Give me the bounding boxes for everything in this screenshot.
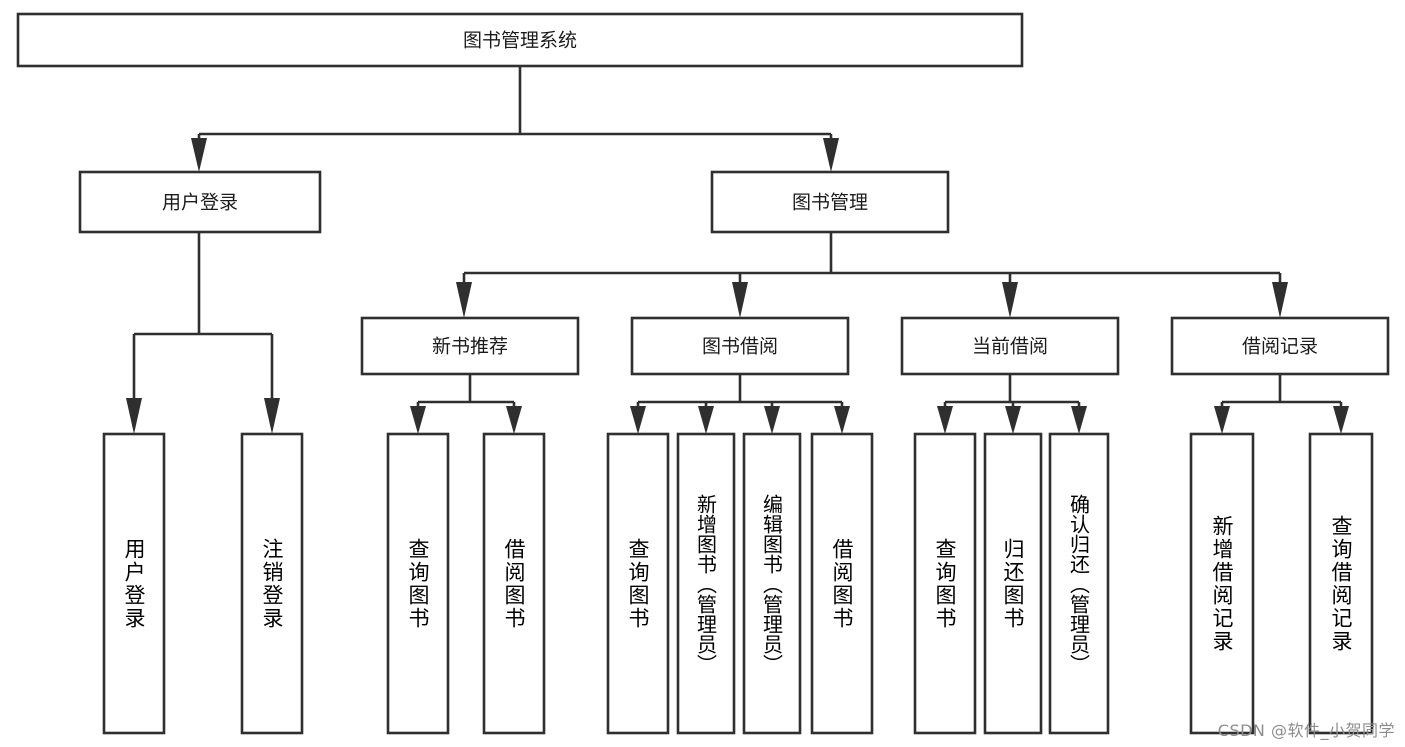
node-book-management[interactable]: 图书管理 <box>710 170 950 234</box>
leaf-query-books-borrow-label: 查询图书 <box>626 537 650 630</box>
arrow-head-leaf-query-books-borrow <box>630 406 646 434</box>
leaf-borrow-books-recommend-label: 借阅图书 <box>502 537 526 630</box>
leaf-borrow-books-borrow-label-wrap: 借阅图书 <box>830 537 854 630</box>
leaf-query-books-recommend-box[interactable] <box>386 432 450 735</box>
node-new-book-recommend-box[interactable] <box>360 316 580 376</box>
node-user-login-label: 用户登录 <box>162 192 238 214</box>
node-current-borrow-box[interactable] <box>900 316 1120 376</box>
arrow-head-leaf-borrow-books-borrow <box>834 406 850 434</box>
leaf-return-books-label-wrap: 归还图书 <box>1001 537 1025 630</box>
arrow-head-leaf-query-books-current <box>937 406 953 434</box>
leaf-add-book-admin-label: 新增图书（管理员） <box>693 493 718 674</box>
leaf-query-books-recommend-label: 查询图书 <box>406 537 430 630</box>
leaf-borrow-books-recommend[interactable]: 借阅图书 <box>482 432 546 735</box>
leaf-borrow-books-recommend-box[interactable] <box>482 432 546 735</box>
leaf-query-books-borrow[interactable]: 查询图书 <box>606 432 670 735</box>
arrow-head-leaf-add-borrow-record <box>1214 406 1230 434</box>
node-borrow-record-label: 借阅记录 <box>1242 336 1318 358</box>
leaf-query-borrow-record-box[interactable] <box>1308 432 1374 735</box>
arrow-head-leaf-query-books-recommend <box>410 406 426 434</box>
arrow-head-leaf-edit-book-admin <box>764 406 780 434</box>
leaf-add-book-admin[interactable]: 新增图书（管理员） <box>676 432 736 735</box>
leaf-user-login-box[interactable] <box>102 432 166 735</box>
arrow-head-leaf-user-login <box>126 398 142 434</box>
leaf-add-borrow-record-label: 新增借阅记录 <box>1210 514 1234 653</box>
node-borrow-record-box[interactable] <box>1170 316 1390 376</box>
leaf-query-books-recommend-label-wrap: 查询图书 <box>406 537 430 630</box>
arrow-head-book-management <box>823 138 839 172</box>
leaf-query-books-current-label: 查询图书 <box>933 537 957 630</box>
node-root-label: 图书管理系统 <box>463 30 577 52</box>
leaf-borrow-books-borrow[interactable]: 借阅图书 <box>810 432 874 735</box>
connectors-layer <box>126 66 1349 434</box>
csdn-watermark: CSDN @软件_小贺同学 <box>1217 721 1395 740</box>
leaf-add-borrow-record-box[interactable] <box>1189 432 1255 735</box>
leaf-user-login-label: 用户登录 <box>122 537 146 630</box>
leaf-confirm-return-admin[interactable]: 确认归还（管理员） <box>1048 432 1110 735</box>
leaf-add-book-admin-box[interactable] <box>676 432 736 735</box>
node-user-login[interactable]: 用户登录 <box>78 170 322 234</box>
leaf-borrow-books-borrow-label: 借阅图书 <box>830 537 854 630</box>
leaf-add-book-admin-label-wrap: 新增图书（管理员） <box>693 493 718 674</box>
leaf-query-borrow-record[interactable]: 查询借阅记录 <box>1308 432 1374 735</box>
leaf-edit-book-admin-label: 编辑图书（管理员） <box>759 493 784 674</box>
leaf-return-books-label: 归还图书 <box>1001 537 1025 630</box>
leaf-query-books-recommend[interactable]: 查询图书 <box>386 432 450 735</box>
arrow-head-borrow-record <box>1272 282 1288 318</box>
node-book-borrow-label: 图书借阅 <box>702 336 778 358</box>
leaf-query-books-current-label-wrap: 查询图书 <box>933 537 957 630</box>
leaf-query-books-current-box[interactable] <box>913 432 977 735</box>
leaf-borrow-books-borrow-box[interactable] <box>810 432 874 735</box>
leaf-confirm-return-admin-label: 确认归还（管理员） <box>1066 493 1091 674</box>
node-borrow-record[interactable]: 借阅记录 <box>1170 316 1390 376</box>
leaf-add-borrow-record[interactable]: 新增借阅记录 <box>1189 432 1255 735</box>
arrow-head-leaf-confirm-return-admin <box>1071 406 1087 434</box>
node-book-borrow-box[interactable] <box>630 316 850 376</box>
leaf-edit-book-admin[interactable]: 编辑图书（管理员） <box>742 432 802 735</box>
node-root[interactable]: 图书管理系统 <box>16 12 1024 68</box>
arrow-head-user-login <box>191 138 207 172</box>
arrow-head-leaf-return-books <box>1005 406 1021 434</box>
leaf-logout-label: 注销登录 <box>260 537 284 630</box>
arrow-head-book-borrow <box>732 282 748 318</box>
leaf-return-books-box[interactable] <box>983 432 1043 735</box>
leaf-confirm-return-admin-box[interactable] <box>1048 432 1110 735</box>
leaf-return-books[interactable]: 归还图书 <box>983 432 1043 735</box>
node-book-management-label: 图书管理 <box>792 192 868 214</box>
node-book-management-box[interactable] <box>710 170 950 234</box>
leaf-user-login-label-wrap: 用户登录 <box>122 537 146 630</box>
leaf-query-borrow-record-label: 查询借阅记录 <box>1329 514 1353 653</box>
leaf-logout[interactable]: 注销登录 <box>240 432 304 735</box>
leaf-query-books-current[interactable]: 查询图书 <box>913 432 977 735</box>
node-new-book-recommend[interactable]: 新书推荐 <box>360 316 580 376</box>
node-book-borrow[interactable]: 图书借阅 <box>630 316 850 376</box>
node-root-box[interactable] <box>16 12 1024 68</box>
leaf-user-login[interactable]: 用户登录 <box>102 432 166 735</box>
node-current-borrow[interactable]: 当前借阅 <box>900 316 1120 376</box>
leaf-confirm-return-admin-label-wrap: 确认归还（管理员） <box>1066 493 1091 674</box>
arrow-head-leaf-borrow-books-recommend <box>506 406 522 434</box>
leaf-query-books-borrow-label-wrap: 查询图书 <box>626 537 650 630</box>
arrow-head-new-book-recommend <box>456 282 472 318</box>
node-new-book-recommend-label: 新书推荐 <box>432 336 508 358</box>
leaf-add-borrow-record-label-wrap: 新增借阅记录 <box>1210 514 1234 653</box>
arrow-head-current-borrow <box>1002 282 1018 318</box>
arrow-head-leaf-query-borrow-record <box>1333 406 1349 434</box>
node-current-borrow-label: 当前借阅 <box>972 336 1048 358</box>
leaf-logout-label-wrap: 注销登录 <box>260 537 284 630</box>
arrow-head-leaf-add-book-admin <box>698 406 714 434</box>
leaf-borrow-books-recommend-label-wrap: 借阅图书 <box>502 537 526 630</box>
leaf-query-books-borrow-box[interactable] <box>606 432 670 735</box>
leaf-edit-book-admin-box[interactable] <box>742 432 802 735</box>
leaf-logout-box[interactable] <box>240 432 304 735</box>
arrow-head-leaf-logout <box>264 398 280 434</box>
leaf-query-borrow-record-label-wrap: 查询借阅记录 <box>1329 514 1353 653</box>
node-user-login-box[interactable] <box>78 170 322 234</box>
leaf-edit-book-admin-label-wrap: 编辑图书（管理员） <box>759 493 784 674</box>
